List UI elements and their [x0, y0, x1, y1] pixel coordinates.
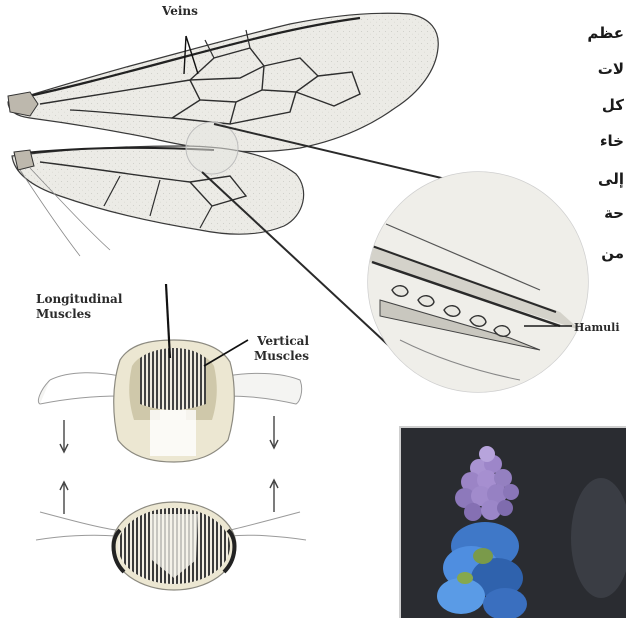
arabic-text-line-6: حة	[604, 204, 624, 222]
hamuli-label: Hamuli	[574, 320, 620, 335]
hindwing	[12, 146, 304, 256]
arabic-text-line-3: كل	[602, 96, 624, 114]
bee-photo-illustration	[401, 428, 626, 618]
longitudinal-label-line2: Muscles	[36, 307, 122, 322]
vertical-label-line1: Vertical	[254, 334, 309, 349]
arabic-text-line-5: إلى	[598, 170, 624, 188]
thorax-lower	[36, 502, 306, 590]
vertical-muscles-label: Vertical Muscles	[254, 334, 309, 364]
longitudinal-label-line1: Longitudinal	[36, 292, 122, 307]
hamuli-magnified	[368, 172, 588, 392]
arabic-text-line-4: خاء	[600, 132, 624, 150]
veins-label: Veins	[162, 4, 198, 19]
arabic-text-line-2: لات	[598, 60, 624, 78]
vertical-label-line2: Muscles	[254, 349, 309, 364]
bee-on-flower-photo	[399, 426, 626, 618]
longitudinal-muscles-label: Longitudinal Muscles	[36, 292, 122, 322]
arabic-text-line-1: عظم	[587, 24, 624, 42]
arabic-text-line-7: من	[601, 244, 624, 262]
